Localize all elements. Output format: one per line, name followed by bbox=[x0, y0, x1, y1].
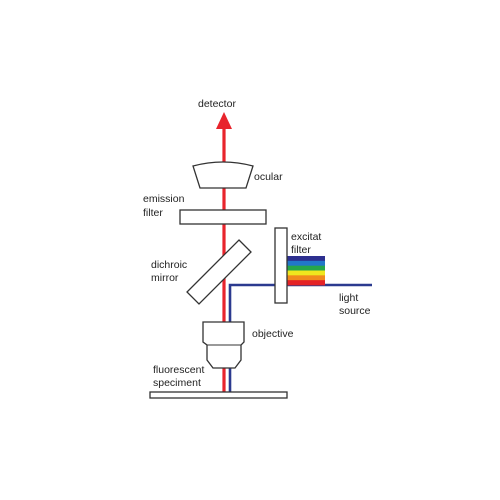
spectrum-band-1 bbox=[287, 256, 325, 262]
detector-arrow bbox=[216, 112, 232, 129]
excitation-filter-label-line1: excitat bbox=[291, 231, 321, 243]
ocular-lens bbox=[192, 161, 254, 189]
excitation-filter-label-line2: filter bbox=[291, 244, 311, 256]
light-source-label-line2: source bbox=[339, 305, 371, 317]
emission-filter-label-line2: filter bbox=[143, 207, 163, 219]
light-source-label-line1: light bbox=[339, 292, 358, 304]
specimen-slide bbox=[149, 391, 288, 399]
excitation-filter bbox=[274, 227, 288, 304]
dichroic-mirror-label-line2: mirror bbox=[151, 272, 179, 284]
emission-filter-label-line1: emission bbox=[143, 193, 185, 205]
spectrum-band-5 bbox=[287, 275, 325, 281]
spectrum-band-6 bbox=[287, 280, 325, 286]
spectrum-band-4 bbox=[287, 270, 325, 276]
dichroic-mirror-label-line1: dichroic bbox=[151, 259, 187, 271]
emission-filter bbox=[179, 209, 267, 225]
spectrum-band-3 bbox=[287, 265, 325, 271]
excitation-spectrum bbox=[287, 256, 325, 286]
dichroic-mirror bbox=[186, 239, 252, 305]
objective-label: objective bbox=[252, 328, 294, 340]
specimen-label-line1: fluorescent bbox=[153, 364, 204, 376]
ocular-label: ocular bbox=[254, 171, 283, 183]
spectrum-band-2 bbox=[287, 260, 325, 267]
specimen-label-line2: speciment bbox=[153, 377, 201, 389]
detector-label: detector bbox=[198, 98, 236, 110]
